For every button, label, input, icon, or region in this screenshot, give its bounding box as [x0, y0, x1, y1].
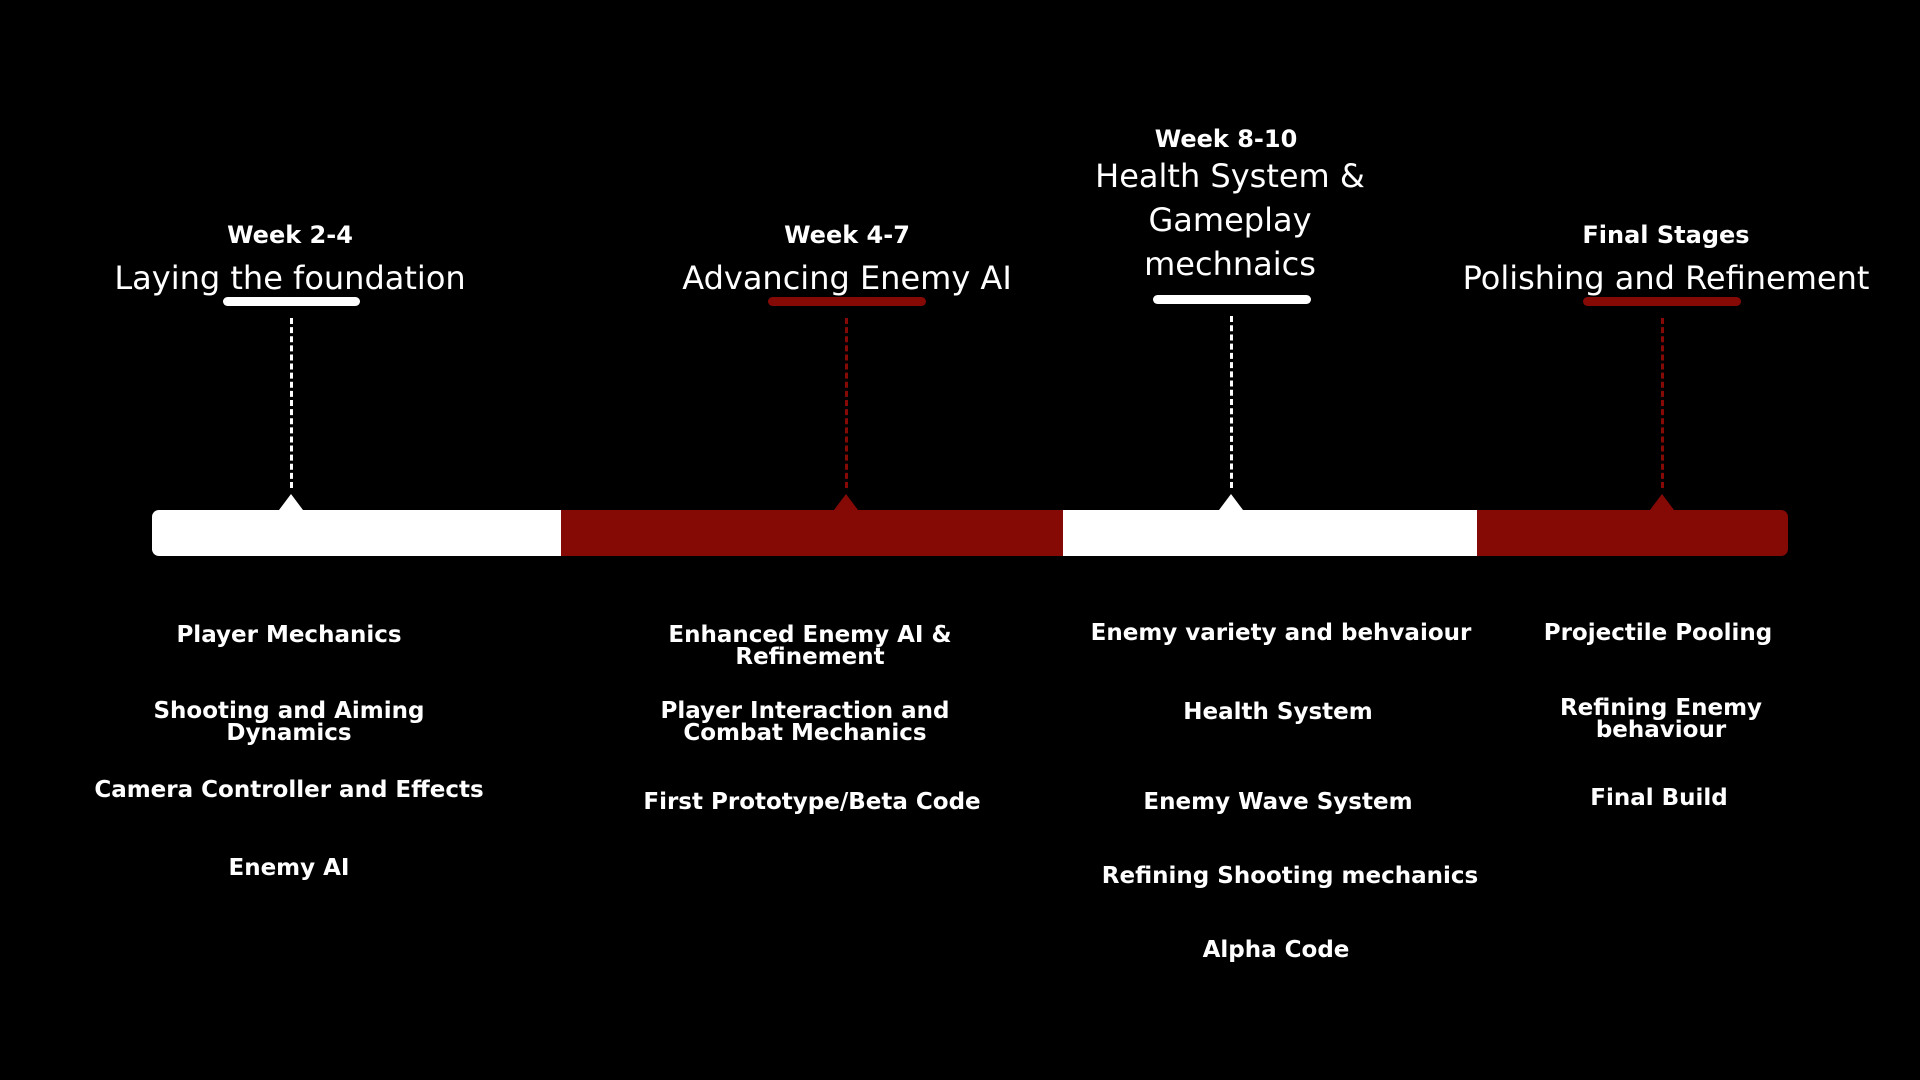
phase-3-task-4: Refining Shooting mechanics — [1101, 863, 1479, 889]
timeline-segment-2 — [561, 510, 1063, 556]
phase-2-marker — [834, 494, 858, 510]
phase-2-week: Week 4-7 — [784, 221, 910, 249]
phase-4-task-1: Projectile Pooling — [1543, 620, 1773, 646]
phase-4-underline — [1583, 297, 1741, 306]
phase-3-connector — [1230, 316, 1233, 488]
phase-2-task-3: First Prototype/Beta Code — [643, 789, 981, 815]
phase-2-header: Week 4-7 Advancing Enemy AI — [607, 220, 1087, 300]
phase-1-week: Week 2-4 — [227, 221, 353, 249]
phase-4-week: Final Stages — [1582, 221, 1750, 249]
phase-3-marker — [1219, 494, 1243, 510]
phase-2-underline — [768, 297, 926, 306]
phase-2-connector — [845, 318, 848, 488]
phase-1-underline — [223, 297, 360, 306]
phase-4-task-2: Refining Enemy behaviour — [1559, 695, 1763, 743]
phase-1-task-4: Enemy AI — [228, 855, 350, 881]
phase-1-marker — [279, 494, 303, 510]
phase-3-task-5: Alpha Code — [1202, 937, 1350, 963]
phase-4-marker — [1650, 494, 1674, 510]
phase-1-task-2: Shooting and Aiming Dynamics — [153, 698, 425, 746]
phase-4-header: Final Stages Polishing and Refinement — [1426, 220, 1906, 300]
phase-2-task-2: Player Interaction and Combat Mechanics — [660, 698, 950, 746]
phase-1-task-3: Camera Controller and Effects — [94, 777, 484, 803]
timeline-segment-1 — [152, 510, 561, 556]
phase-2-title: Advancing Enemy AI — [682, 259, 1012, 297]
phase-3-header: Week 8-10 Health System & Gameplay mechn… — [990, 124, 1470, 286]
phase-1-task-1: Player Mechanics — [176, 622, 402, 648]
phase-4-title: Polishing and Refinement — [1462, 259, 1870, 297]
phase-3-task-1: Enemy variety and behvaiour — [1090, 620, 1472, 646]
phase-4-connector — [1661, 318, 1664, 488]
phase-1-connector — [290, 318, 293, 488]
phase-4-task-3: Final Build — [1590, 785, 1728, 811]
phase-3-task-2: Health System — [1183, 699, 1373, 725]
timeline-segment-4 — [1477, 510, 1788, 556]
phase-3-task-3: Enemy Wave System — [1143, 789, 1413, 815]
timeline-segment-3 — [1063, 510, 1477, 556]
phase-2-task-1: Enhanced Enemy AI & Refinement — [668, 622, 952, 670]
phase-3-title: Health System & Gameplay mechnaics — [1095, 157, 1365, 283]
phase-1-header: Week 2-4 Laying the foundation — [50, 220, 530, 300]
phase-1-title: Laying the foundation — [114, 259, 466, 297]
phase-3-week: Week 8-10 — [1154, 125, 1298, 153]
phase-3-underline — [1153, 295, 1311, 304]
